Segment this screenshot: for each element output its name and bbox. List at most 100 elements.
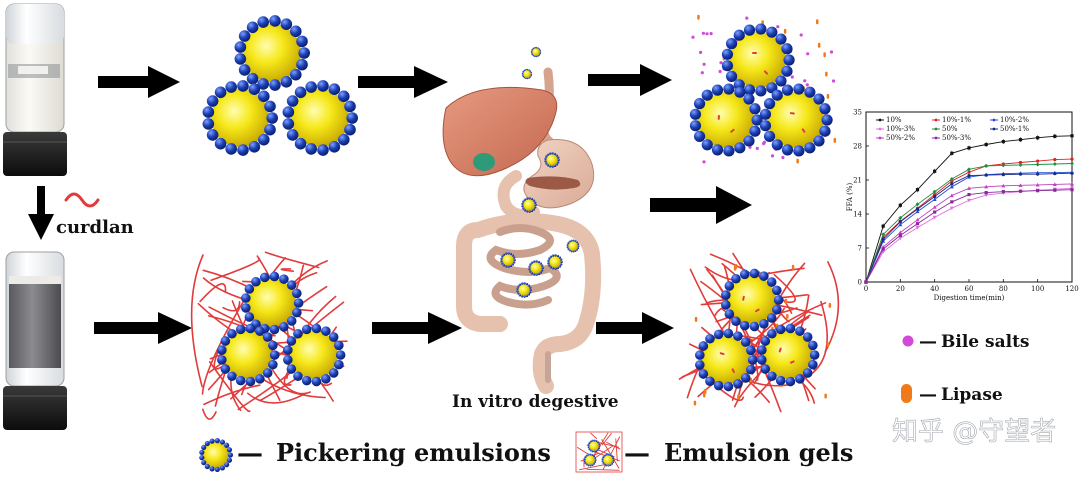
particle-bead (225, 143, 237, 155)
particle-bead (760, 336, 771, 346)
particle-bead (269, 15, 281, 27)
lipase-dash: — (919, 384, 937, 405)
particle-bead (802, 332, 813, 342)
bile-salt-dot (702, 62, 706, 66)
particle-bead (219, 439, 226, 445)
particle-bead (201, 459, 207, 466)
particle-bead (594, 459, 597, 461)
data-point (1070, 181, 1074, 186)
particle-bead (235, 375, 246, 386)
series-line (865, 183, 1073, 283)
particle-bead (705, 333, 715, 344)
tract-droplet-marker (528, 260, 544, 276)
bile-salt-dot (781, 155, 785, 160)
bile-salt-label: Bile salts (941, 332, 1030, 352)
particle-bead (558, 256, 562, 259)
particle-bead (199, 449, 205, 455)
particle-bead (802, 368, 813, 378)
bile-salt-dash: — (919, 331, 937, 352)
legend-entry-label: 50%-3% (942, 134, 971, 142)
particle-bead (602, 456, 605, 459)
particle-bead (749, 103, 761, 115)
particle-bead (813, 93, 825, 105)
particle-bead (585, 463, 588, 466)
particle-bead (534, 203, 537, 207)
data-point (1036, 189, 1040, 193)
particle-bead (509, 252, 513, 256)
arrow-to-ffa-chart (650, 186, 752, 224)
data-point (967, 192, 971, 197)
data-point (915, 202, 920, 207)
particle-bead (568, 240, 571, 243)
lipase-dot (694, 316, 698, 322)
data-point (949, 184, 954, 189)
particle-bead (246, 72, 259, 85)
particle-bead (513, 258, 516, 262)
particle-bead (296, 35, 308, 48)
particle-bead (771, 89, 783, 101)
particle-bead (713, 380, 724, 391)
particle-bead (557, 161, 560, 164)
particle-bead (293, 371, 303, 382)
data-point (881, 247, 885, 251)
lipase-dot (833, 137, 837, 143)
bile-salt-dot (699, 50, 703, 55)
particle-bead (523, 295, 526, 298)
particle-bead (804, 86, 816, 98)
data-point (967, 146, 971, 150)
particle-bead (576, 248, 579, 251)
particle-bead (731, 316, 741, 327)
particle-bead (585, 454, 588, 457)
particle-bead (529, 288, 532, 292)
particle-bead (547, 262, 550, 265)
particle-bead (530, 73, 533, 75)
tract-droplet-marker (521, 197, 537, 213)
data-point (967, 186, 971, 190)
curdlan-fibre (210, 257, 261, 281)
data-point (967, 198, 971, 203)
particle-bead (283, 355, 293, 365)
particle-bead (255, 374, 265, 384)
particle-bead (305, 81, 317, 93)
x-tick-label: 80 (999, 285, 1008, 293)
arrow-to-digested-gel (596, 312, 674, 344)
particle-bead (594, 456, 597, 459)
data-point (932, 215, 937, 220)
particle-bead (522, 75, 525, 78)
particle-bead (282, 118, 295, 130)
particle-bead (538, 54, 541, 56)
particle-bead (301, 324, 312, 335)
particle-bead (759, 319, 769, 329)
emulsion-gel-jar (3, 251, 67, 430)
arrow-to-digestion-top (358, 66, 448, 98)
particle-bead (235, 324, 246, 335)
particle-bead (523, 69, 526, 72)
particle-bead (507, 252, 510, 255)
particle-bead (264, 123, 276, 136)
particle-bead (775, 33, 787, 45)
particle-bead (746, 364, 756, 375)
particle-bead (584, 461, 587, 464)
legend-droplet (199, 438, 234, 472)
particle-bead (530, 261, 534, 264)
particle-bead (773, 295, 784, 305)
droplet-fresh-3 (282, 80, 358, 156)
particle-bead (783, 54, 795, 66)
particle-bead (721, 300, 731, 310)
particle-bead (539, 52, 541, 55)
digestion-fragment (789, 360, 795, 364)
particle-bead (523, 209, 527, 212)
particle-bead (204, 440, 210, 447)
particle-bead (689, 120, 702, 132)
particle-bead (781, 65, 793, 77)
particle-bead (555, 154, 559, 157)
droplet-fresh-1 (234, 15, 310, 91)
y-tick-label: 14 (853, 211, 862, 219)
curdlan-fibre (208, 361, 251, 413)
particle-bead (589, 449, 592, 452)
particle-bead (530, 197, 534, 201)
watermark: 知乎 @守望者 (892, 417, 1056, 447)
particle-bead (269, 271, 280, 282)
particle-bead (557, 158, 560, 162)
